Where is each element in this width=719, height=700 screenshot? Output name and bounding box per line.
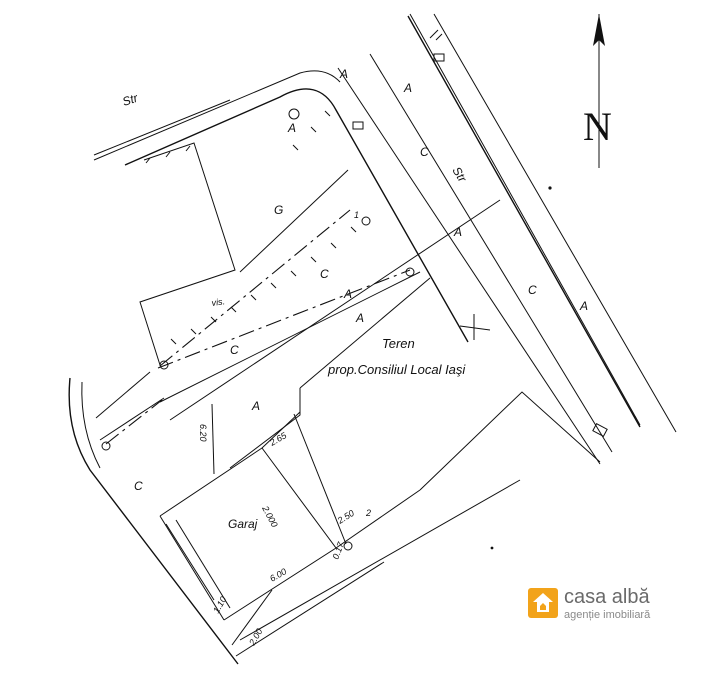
point-circle bbox=[159, 360, 169, 370]
brand-tagline: agenție imobiliară bbox=[564, 609, 651, 621]
street-label-top: Str bbox=[121, 90, 141, 108]
brand-logo: casa albă agenție imobiliară bbox=[528, 586, 708, 628]
dim-2-000: 2.000 bbox=[260, 503, 280, 528]
label-a: A bbox=[251, 399, 260, 413]
north-letter: N bbox=[583, 104, 612, 149]
plot-lines bbox=[159, 277, 601, 657]
dim-2-65: 2.65 bbox=[267, 430, 289, 448]
point-circle bbox=[405, 267, 415, 277]
label-c: C bbox=[320, 267, 329, 281]
point-circle bbox=[101, 441, 111, 451]
street-lines bbox=[337, 13, 677, 465]
label-a: A bbox=[343, 287, 352, 301]
label-a: A bbox=[453, 225, 462, 239]
label-a: A bbox=[339, 67, 348, 81]
marker-1: 1 bbox=[354, 210, 359, 220]
left-edge bbox=[68, 377, 239, 665]
label-g: G bbox=[274, 203, 283, 217]
label-c: C bbox=[528, 283, 537, 297]
label-a: A bbox=[403, 81, 412, 95]
street-label-right: Str bbox=[449, 164, 470, 185]
point-circle bbox=[343, 541, 353, 551]
dim-6-20: 6.20 bbox=[198, 424, 208, 442]
label-a: A bbox=[579, 299, 588, 313]
street-marks bbox=[352, 29, 608, 550]
reference-points bbox=[101, 108, 491, 551]
garage-label: Garaj bbox=[228, 517, 258, 531]
marker-2: 2 bbox=[365, 508, 371, 518]
north-arrow-icon: N bbox=[583, 14, 612, 168]
dim-2-00: 2.00 bbox=[247, 627, 265, 648]
land-label-1: Teren bbox=[382, 336, 415, 351]
fence-hatch bbox=[170, 110, 357, 345]
label-c: C bbox=[134, 479, 143, 493]
label-a: A bbox=[287, 121, 296, 135]
label-a: A bbox=[355, 311, 364, 325]
brand-name: casa albă bbox=[564, 586, 650, 608]
land-label-2: prop.Consiliul Local Iaşi bbox=[327, 362, 466, 377]
dim-1-10: 1.10 bbox=[211, 595, 228, 615]
label-c: C bbox=[230, 343, 239, 357]
label-c: C bbox=[420, 145, 429, 159]
left-building bbox=[139, 142, 236, 366]
point-circle bbox=[288, 108, 300, 120]
upper-street bbox=[93, 70, 469, 343]
strip-lines bbox=[95, 169, 501, 445]
house-logo-icon bbox=[528, 588, 558, 618]
point-circle bbox=[361, 216, 371, 226]
vis-label: vis. bbox=[211, 296, 226, 308]
